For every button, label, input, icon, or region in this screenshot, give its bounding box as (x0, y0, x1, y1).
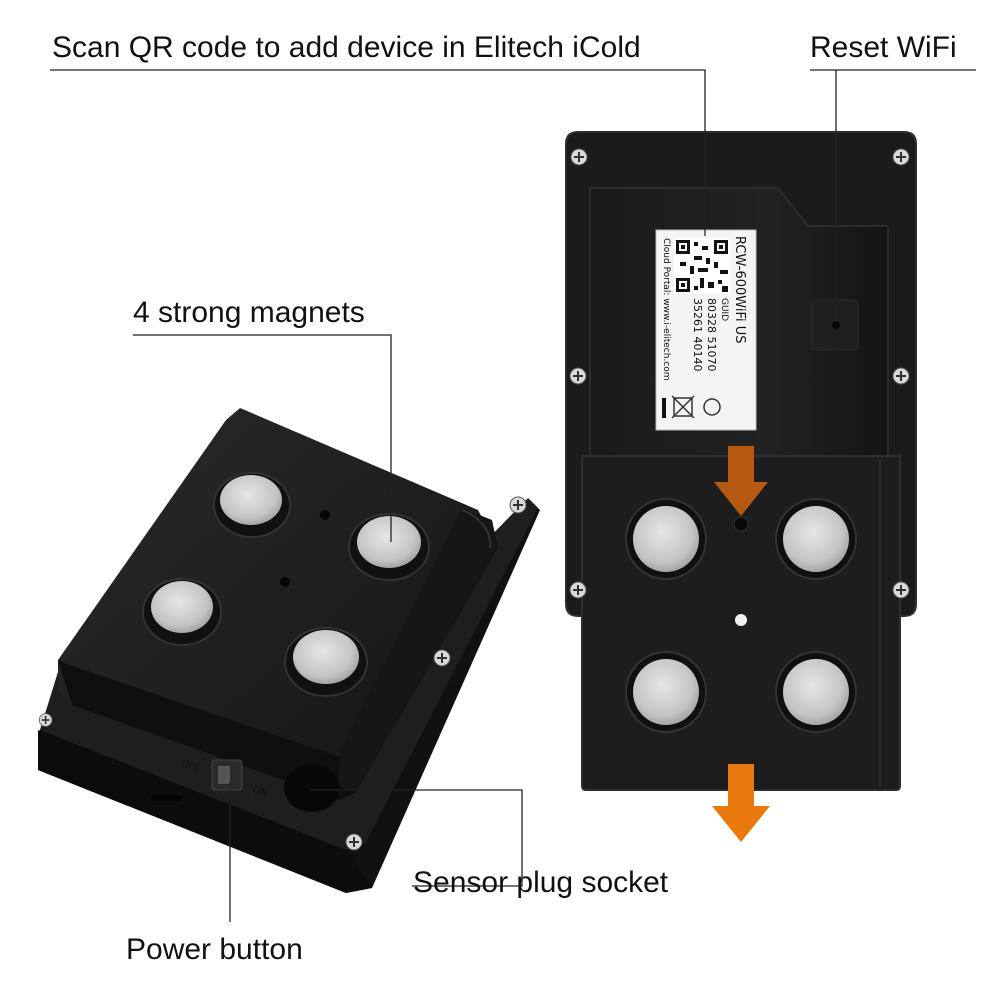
switch-on-text: ON (251, 784, 269, 800)
label-portal: Cloud Portal: www.i-elitech.com (661, 238, 671, 381)
device-label: RCW-600WiFi US GUID 80328 51070 35261 40… (655, 229, 757, 431)
left-magnet-3 (142, 578, 222, 646)
left-magnet-2 (348, 513, 430, 581)
label-model: RCW-600WiFi US (732, 236, 747, 344)
right-magnet-3 (625, 651, 707, 733)
device-left: OFF ON (38, 408, 540, 893)
slide-down-arrow-icon-lower (712, 764, 770, 842)
leader-lines (50, 69, 976, 922)
right-magnet-1 (625, 498, 707, 580)
label-guid-line2: 35261 40140 (691, 298, 704, 371)
sensor-socket (284, 764, 340, 812)
qr-code (674, 238, 730, 294)
certification-icon (703, 398, 721, 416)
label-guid-line1: 80328 51070 (705, 298, 718, 371)
callout-qr-code: Scan QR code to add device in Elitech iC… (52, 31, 641, 64)
recycle-bin-icon (671, 395, 695, 419)
left-magnet-4 (284, 627, 368, 697)
slide-down-arrow-icon (714, 446, 768, 516)
callout-magnets: 4 strong magnets (133, 296, 365, 329)
callout-power-button: Power button (126, 933, 303, 966)
label-guid-title: GUID (719, 298, 729, 321)
callout-reset-wifi: Reset WiFi (810, 31, 957, 64)
device-right: RCW-600WiFi US GUID 80328 51070 35261 40… (565, 131, 917, 842)
right-magnet-2 (775, 498, 857, 580)
right-magnet-4 (775, 651, 857, 733)
left-magnet-1 (213, 472, 291, 538)
callout-sensor-socket: Sensor plug socket (413, 866, 669, 899)
reset-hole (832, 321, 840, 329)
